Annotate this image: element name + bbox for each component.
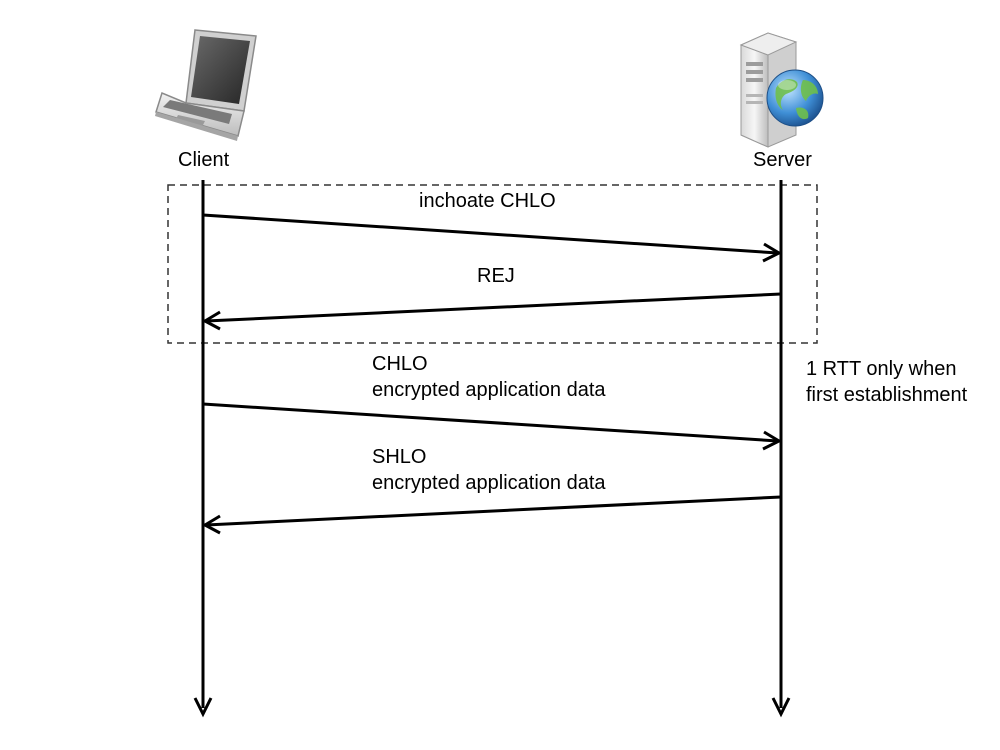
arrow-rej-head [201, 310, 221, 331]
laptop-icon [155, 29, 257, 141]
message-line: encrypted application data [372, 472, 606, 494]
rtt-note: 1 RTT only when first establishment [806, 356, 967, 408]
message-rej-label: REJ [477, 263, 515, 289]
message-line: CHLO [372, 353, 428, 375]
message-line: inchoate CHLO [419, 190, 556, 212]
arrow-rej [205, 292, 782, 323]
message-shlo-label: SHLO encrypted application data [372, 444, 606, 496]
client-label: Client [178, 149, 230, 171]
server-label: Server [753, 149, 812, 171]
message-line: REJ [477, 265, 515, 287]
arrow-shlo [205, 495, 782, 527]
client-lifeline-arrowhead [193, 697, 213, 718]
arrow-shlo-head [201, 514, 221, 535]
note-line: 1 RTT only when [806, 358, 957, 380]
message-inchoate-chlo-label: inchoate CHLO [419, 188, 556, 214]
arrow-inchoate-chlo [202, 213, 779, 255]
arrow-inchoate-chlo-head [762, 242, 783, 263]
message-line: encrypted application data [372, 379, 606, 401]
server-lifeline-arrowhead [771, 697, 791, 718]
first-rtt-box [167, 184, 818, 344]
arrow-chlo-head [762, 430, 783, 451]
message-chlo-label: CHLO encrypted application data [372, 351, 606, 403]
server-globe-icon [739, 32, 824, 148]
note-line: first establishment [806, 384, 968, 406]
message-line: SHLO [372, 446, 427, 468]
arrow-chlo [202, 402, 779, 443]
